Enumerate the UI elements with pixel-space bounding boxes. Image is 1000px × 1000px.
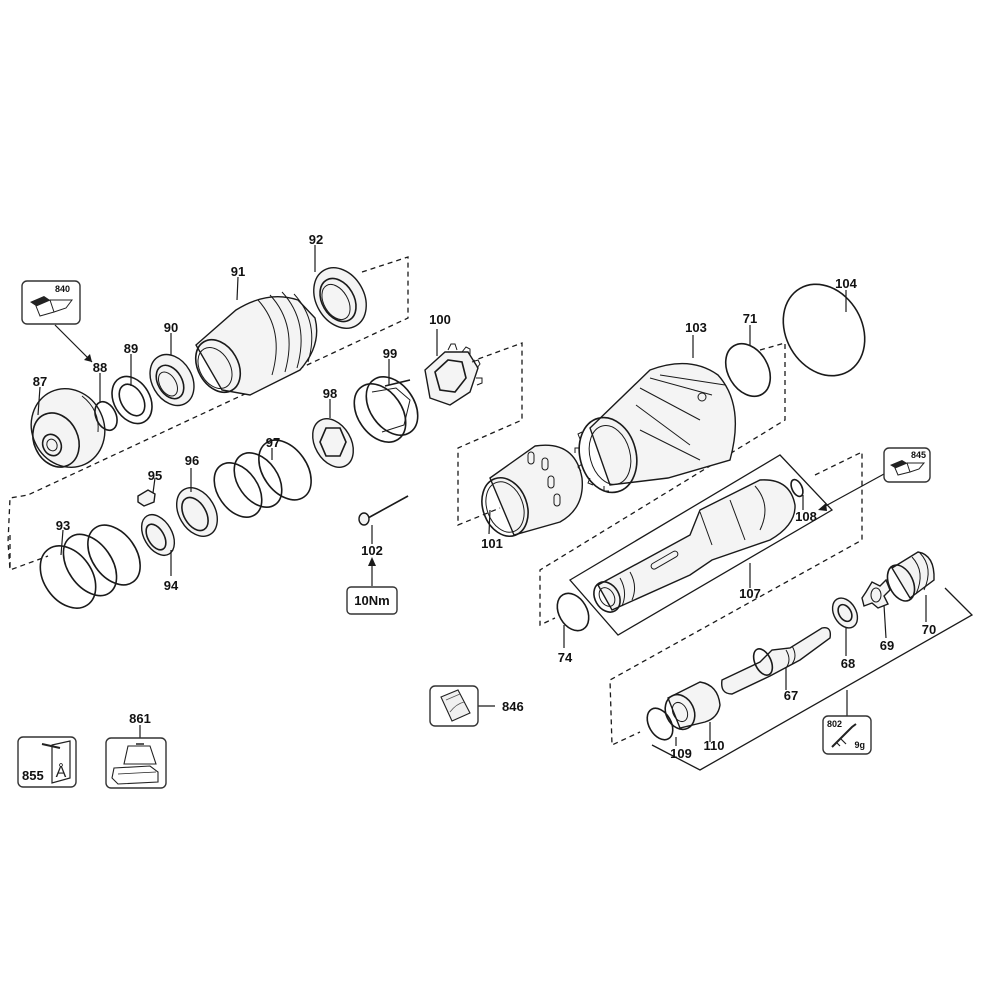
label-102: 102 [361,543,383,558]
part-101-sleeve[interactable] [474,444,584,543]
part-107-spindle[interactable] [589,479,796,617]
label-99: 99 [383,346,397,361]
callout-855-manual[interactable]: Å 855 [17,736,77,788]
callout-855-label: 855 [22,768,44,783]
assembly-boundary-middle [457,342,523,526]
label-95: 95 [148,468,162,483]
spindle-frame [568,454,834,636]
label-87: 87 [33,374,47,389]
part-110-bushing[interactable] [660,681,721,734]
part-98-hex-bushing[interactable] [304,411,361,474]
part-68-seal[interactable] [827,594,862,633]
part-labels: 87 88 89 90 91 92 93 94 95 96 97 98 99 1… [33,232,936,761]
label-91: 91 [231,264,245,279]
label-68: 68 [841,656,855,671]
lubricant-kit-icon [30,296,73,317]
part-67-striker[interactable] [721,627,832,695]
label-90: 90 [164,320,178,335]
callout-861-carry-case[interactable]: 861 [105,711,167,789]
grease-gun-icon [831,723,857,748]
manual-icon: Å [41,740,71,784]
part-89-washer[interactable] [104,369,160,430]
label-89: 89 [124,341,138,356]
leader-lines [37,245,927,746]
callout-846-label: 846 [502,699,524,714]
assembly-boundary-lower [609,450,863,747]
part-91-bellows-sleeve[interactable] [187,291,318,400]
part-90-seal[interactable] [141,347,203,414]
callout-802-grease-gun[interactable]: 802 9g [822,715,872,755]
label-103: 103 [685,320,707,335]
callout-846-grease-bag[interactable]: 846 [429,685,524,727]
label-67: 67 [784,688,798,703]
part-104-large-o-ring[interactable] [767,269,881,390]
part-99-spring-clip[interactable] [344,367,429,452]
assembly-boundary-right [539,342,786,627]
callout-802-sub: 9g [854,740,865,750]
label-94: 94 [164,578,179,593]
label-93: 93 [56,518,70,533]
callout-845-label: 845 [911,450,926,460]
lubricant-kit-icon [890,460,926,476]
part-88-o-ring[interactable] [91,398,122,434]
part-109-o-ring[interactable] [642,704,678,744]
label-110: 110 [704,738,725,753]
arrow-head [818,503,827,511]
label-108: 108 [795,509,817,524]
torque-spec-box[interactable]: 10Nm [346,586,398,615]
label-96: 96 [185,453,199,468]
part-108-small-ring[interactable] [789,478,806,499]
callout-845-lubricant-kit[interactable]: 845 [883,447,931,483]
part-71-o-ring[interactable] [717,336,780,404]
svg-text:Å: Å [56,762,67,781]
torque-spec-label: 10Nm [354,593,389,608]
lower-group-bracket [651,587,974,771]
label-104: 104 [835,276,857,291]
part-93-spring[interactable] [29,515,151,618]
callout-840-lubricant-kit[interactable]: 840 [21,280,81,325]
part-69-star-washer[interactable] [861,578,891,609]
label-74: 74 [558,650,573,665]
label-70: 70 [922,622,936,637]
label-109: 109 [670,746,692,761]
label-100: 100 [429,312,451,327]
part-100-clutch-nut[interactable] [424,343,483,406]
part-97-spring[interactable] [204,430,322,526]
part-96-ring[interactable] [168,480,225,543]
callout-861-label: 861 [129,711,151,726]
callout-840-label: 840 [55,284,70,294]
grease-bag-icon [440,689,471,722]
part-103-gear-housing[interactable] [571,362,736,499]
part-74-o-ring[interactable] [551,588,595,637]
part-94-bushing[interactable] [135,509,181,561]
arrow-head [84,354,92,362]
label-88: 88 [93,360,107,375]
label-71: 71 [743,311,757,326]
label-97: 97 [266,435,280,450]
carry-case-icon [111,743,159,785]
label-98: 98 [323,386,337,401]
part-87-chuck-cap[interactable] [18,377,117,480]
arrow-head [368,557,376,566]
label-92: 92 [309,232,323,247]
part-102-screw[interactable] [358,495,409,526]
part-95-key[interactable] [137,489,156,507]
callout-802-label: 802 [827,719,842,729]
assembly-boundary-upper-left [7,256,409,571]
label-101: 101 [481,536,503,551]
part-92-seal-ring[interactable] [303,258,377,337]
label-107: 107 [739,586,761,601]
part-70-threaded-collar[interactable] [882,551,935,605]
label-69: 69 [880,638,894,653]
